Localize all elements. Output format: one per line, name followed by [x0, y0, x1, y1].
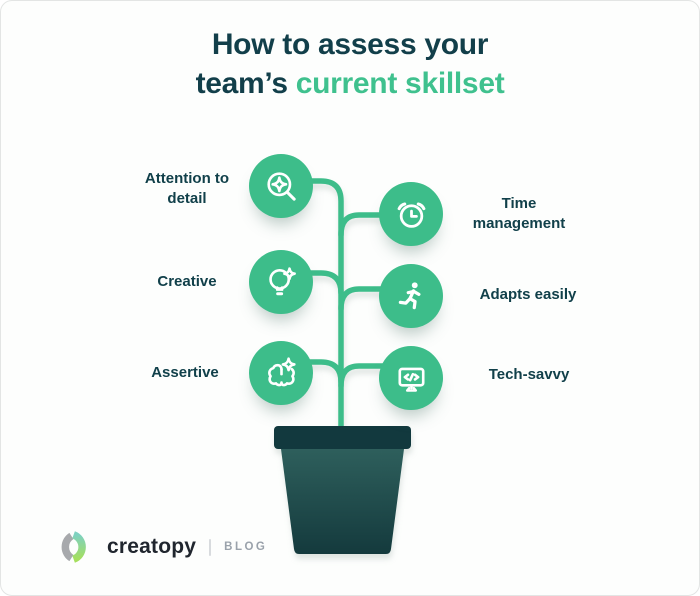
title-line2-prefix: team’s — [195, 67, 296, 100]
plant-stem-and-branches — [283, 178, 409, 450]
assertive-circle — [249, 341, 313, 405]
time-management-label: Time management — [472, 195, 566, 232]
adapts-easily-label: Adapts easily — [479, 286, 577, 303]
creatopy-logo-icon — [61, 531, 86, 563]
assertive-label: Assertive — [151, 364, 219, 381]
running-person-icon — [398, 281, 421, 309]
attention-to-detail-circle — [249, 154, 313, 218]
code-monitor-icon — [397, 367, 425, 392]
adapts-branch — [338, 286, 409, 312]
page-title: How to assess your team’s current skills… — [1, 25, 699, 103]
title-line2-highlight: current skillset — [295, 67, 505, 100]
stem-and-attention-branch — [283, 178, 344, 450]
pot-body — [281, 449, 404, 554]
creative-branch — [283, 270, 344, 296]
creative-label: Creative — [157, 273, 217, 290]
tech-branch — [338, 363, 409, 389]
tech-savvy-label: Tech-savvy — [488, 366, 570, 383]
brand-name: creatopy — [107, 535, 197, 558]
brand-blog-label: BLOG — [224, 541, 268, 553]
brand-divider — [209, 538, 212, 556]
adapts-easily-circle — [379, 264, 443, 328]
tech-savvy-circle — [379, 346, 443, 410]
magnifier-sparkle-icon — [266, 171, 296, 201]
alarm-clock-icon — [397, 201, 425, 228]
pot-rim — [274, 426, 411, 449]
flower-pot — [274, 426, 411, 554]
brand-footer: creatopy BLOG — [59, 525, 267, 569]
time-branch — [338, 212, 409, 238]
creative-circle — [249, 250, 313, 314]
lightbulb-sparkle-icon — [268, 266, 296, 295]
attention-to-detail-label: Attention to detail — [144, 170, 230, 207]
title-line1: How to assess your — [211, 28, 489, 61]
brain-sparkle-icon — [267, 356, 296, 386]
time-management-circle — [379, 182, 443, 246]
